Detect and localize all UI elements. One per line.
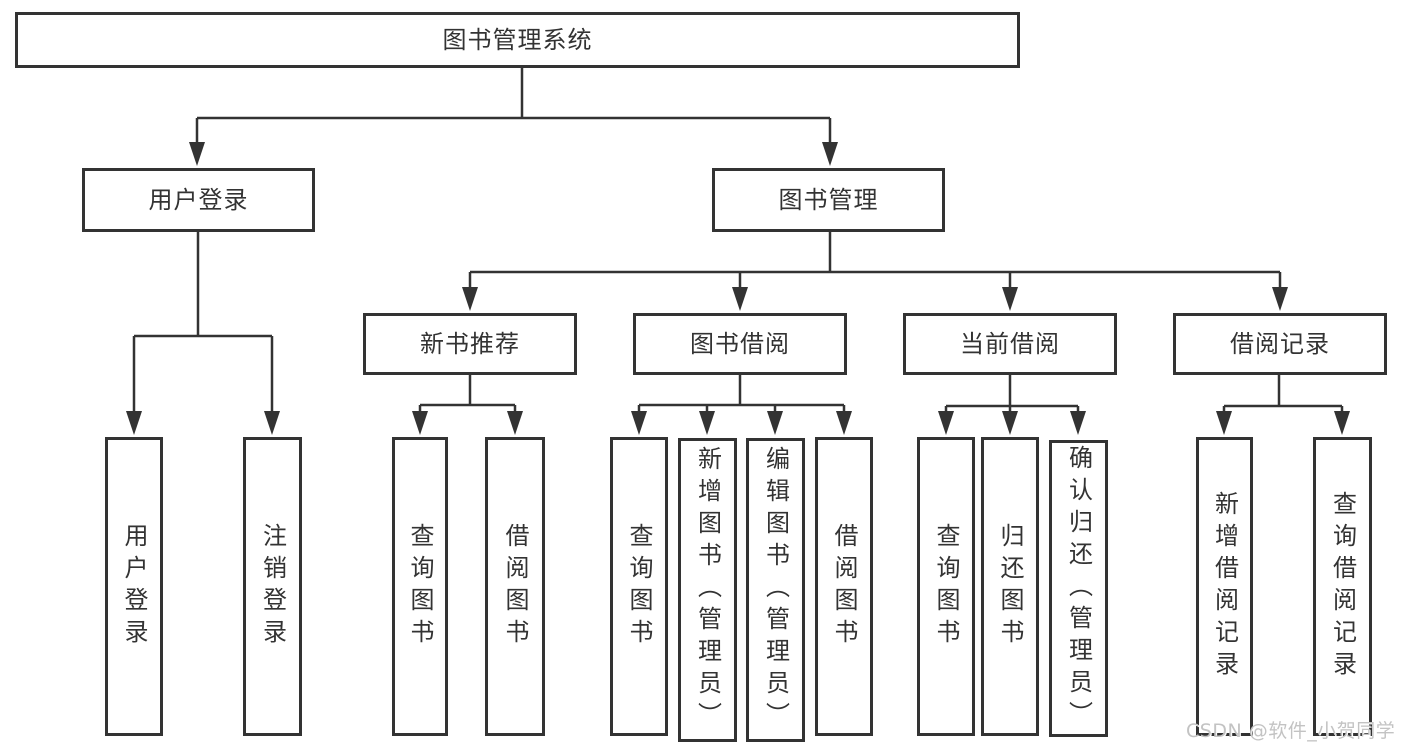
leaf-edit-book-admin: 编辑图书（管理员）: [746, 438, 805, 742]
leaf-borrow-books: 借阅图书: [815, 437, 873, 736]
node-label: 新增图书（管理员）: [693, 446, 722, 734]
node-book-borrow: 图书借阅: [633, 313, 847, 375]
node-label: 新书推荐: [420, 330, 520, 358]
node-label: 编辑图书（管理员）: [761, 446, 790, 734]
watermark: CSDN @软件_小贺同学: [1186, 720, 1396, 742]
node-label: 图书管理: [778, 186, 879, 214]
node-book-management: 图书管理: [712, 168, 945, 232]
leaf-return-book: 归还图书: [981, 437, 1039, 736]
node-label: 查询图书: [406, 522, 434, 651]
node-label: 图书借阅: [690, 330, 790, 358]
node-label: 归还图书: [996, 522, 1024, 651]
node-label: 查询图书: [625, 522, 653, 651]
node-label: 借阅图书: [501, 522, 529, 651]
leaf-confirm-return-admin: 确认归还（管理员）: [1049, 440, 1108, 737]
node-user-login: 用户登录: [82, 168, 315, 232]
node-label: 当前借阅: [960, 330, 1060, 358]
leaf-query-books-recommend: 查询图书: [392, 437, 448, 736]
leaf-borrow-books-recommend: 借阅图书: [485, 437, 545, 736]
node-library-management-system: 图书管理系统: [15, 12, 1020, 68]
node-label: 借阅记录: [1230, 330, 1330, 358]
leaf-logout-login: 注销登录: [243, 437, 302, 736]
leaf-query-books-current: 查询图书: [917, 437, 975, 736]
node-label: 查询图书: [932, 522, 960, 651]
leaf-add-book-admin: 新增图书（管理员）: [678, 438, 737, 742]
node-new-book-recommend: 新书推荐: [363, 313, 577, 375]
node-label: 用户登录: [120, 522, 148, 651]
node-label: 确认归还（管理员）: [1064, 444, 1093, 733]
node-label: 图书管理系统: [442, 26, 593, 54]
arrowheads: [126, 142, 1350, 435]
leaf-query-borrow-record: 查询借阅记录: [1313, 437, 1372, 736]
node-borrow-records: 借阅记录: [1173, 313, 1387, 375]
node-label: 查询借阅记录: [1328, 490, 1357, 683]
node-label: 借阅图书: [830, 522, 858, 651]
node-label: 注销登录: [258, 522, 287, 651]
node-current-borrow: 当前借阅: [903, 313, 1117, 375]
leaf-query-books-borrow: 查询图书: [610, 437, 668, 736]
node-label: 用户登录: [148, 186, 249, 214]
leaf-add-borrow-record: 新增借阅记录: [1196, 437, 1253, 736]
node-label: 新增借阅记录: [1210, 490, 1239, 683]
leaf-user-login: 用户登录: [105, 437, 163, 736]
